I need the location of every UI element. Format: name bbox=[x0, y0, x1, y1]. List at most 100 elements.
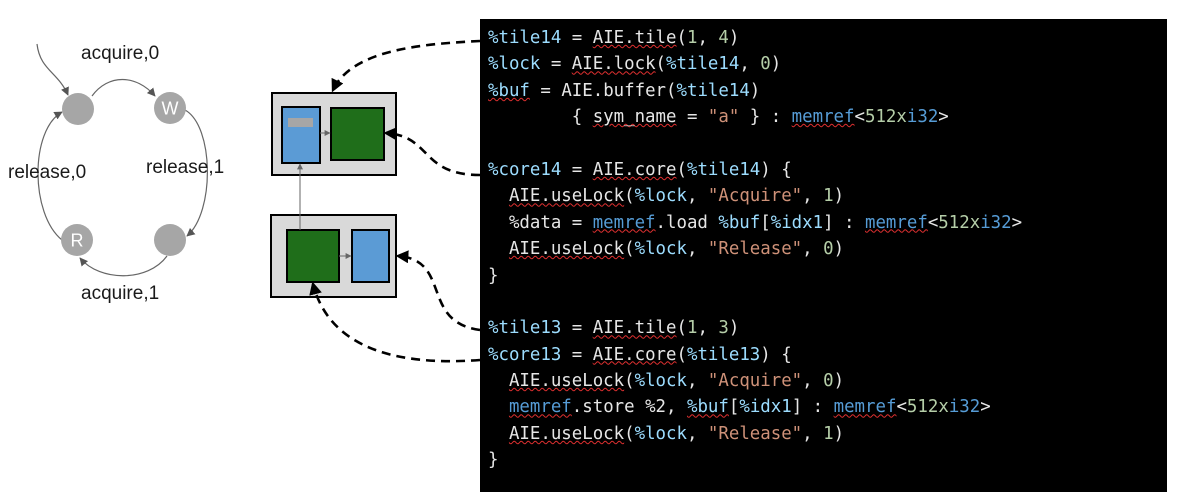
code-token: ) bbox=[770, 54, 782, 75]
state-node-held bbox=[154, 224, 186, 256]
label-acquire-0: acquire,0 bbox=[81, 43, 159, 64]
code-token: "Acquire" bbox=[707, 186, 803, 207]
code-token: %lock bbox=[634, 371, 687, 392]
code-token: "a" bbox=[707, 107, 740, 128]
buffer-a-marker bbox=[288, 118, 313, 127]
code-line: AIE.useLock(%lock, "Release", 1) bbox=[488, 421, 1167, 447]
code-token: = bbox=[676, 107, 708, 128]
code-token: %tile14 bbox=[666, 54, 740, 75]
code-line: memref.store %2, %buf[%idx1] : memref<51… bbox=[488, 394, 1167, 420]
code-line bbox=[488, 131, 1167, 157]
code-token: 0 bbox=[823, 371, 834, 392]
code-token: sym_name bbox=[592, 107, 677, 128]
code-token: "Acquire" bbox=[707, 371, 803, 392]
code-token: %lock bbox=[634, 239, 687, 260]
code-token: i32 bbox=[948, 397, 981, 418]
code-token: 512x bbox=[938, 212, 981, 233]
code-token: AIE.buffer bbox=[561, 80, 667, 101]
code-token: ( bbox=[676, 28, 687, 48]
code-token: ) bbox=[833, 186, 845, 207]
code-token: AIE.core bbox=[592, 159, 677, 180]
code-token: = bbox=[561, 159, 593, 180]
code-token: ] : bbox=[823, 212, 865, 233]
code-line: %core13 = AIE.core(%tile13) { bbox=[488, 342, 1167, 368]
mlir-code-panel: %tile14 = AIE.tile(1, 4)%lock = AIE.lock… bbox=[480, 19, 1167, 492]
code-token: .load bbox=[655, 212, 719, 233]
code-token: %tile14 bbox=[686, 159, 761, 180]
code-token bbox=[488, 186, 509, 206]
code-token: , bbox=[802, 186, 824, 207]
code-token: ( bbox=[676, 159, 687, 180]
code-token: 1 bbox=[823, 186, 834, 207]
code-token: %tile13 bbox=[488, 318, 562, 339]
code-token: ) bbox=[833, 239, 845, 260]
code-token: %data = bbox=[488, 212, 593, 233]
code-token: 0 bbox=[760, 54, 771, 75]
code-token: > bbox=[980, 397, 991, 418]
code-token: i32 bbox=[906, 107, 939, 128]
transition-release-1 bbox=[184, 109, 208, 237]
code-token: ( bbox=[624, 371, 635, 392]
state-node-write-label: W bbox=[162, 99, 179, 119]
code-line: %tile13 = AIE.tile(1, 3) bbox=[488, 315, 1167, 341]
code-line bbox=[488, 289, 1167, 315]
code-token: ) bbox=[728, 28, 740, 48]
code-token: 1 bbox=[686, 28, 698, 48]
code-token: > bbox=[1011, 212, 1023, 233]
transition-acquire-0 bbox=[91, 78, 156, 97]
map-core13-arrow bbox=[309, 281, 481, 363]
entry-transition bbox=[36, 43, 69, 96]
code-line: } bbox=[488, 263, 1167, 289]
code-token: "Release" bbox=[707, 239, 803, 260]
code-token: AIE.useLock bbox=[508, 371, 625, 392]
code-token: ) bbox=[728, 318, 740, 339]
code-token: ) { bbox=[760, 344, 792, 365]
transition-release-0 bbox=[37, 111, 63, 241]
state-node-read-label: R bbox=[71, 231, 84, 251]
code-token: < bbox=[896, 397, 907, 418]
code-token: ) bbox=[749, 80, 761, 101]
code-token: memref bbox=[833, 397, 897, 418]
code-token bbox=[488, 371, 509, 391]
code-token: %2 bbox=[645, 397, 667, 418]
code-token: %buf bbox=[686, 397, 729, 418]
code-token: , bbox=[697, 28, 719, 48]
code-token: , bbox=[686, 186, 708, 207]
code-token: = bbox=[540, 54, 572, 75]
code-token bbox=[488, 424, 509, 444]
tile14-memory bbox=[281, 106, 321, 164]
tile14-core bbox=[330, 107, 385, 161]
code-token: < bbox=[927, 212, 939, 233]
code-token: AIE.tile bbox=[592, 318, 677, 339]
code-line: { sym_name = "a" } : memref<512xi32> bbox=[488, 104, 1167, 130]
code-line: %data = memref.load %buf[%idx1] : memref… bbox=[488, 210, 1167, 236]
code-token: , bbox=[739, 54, 761, 75]
code-line: %lock = AIE.lock(%tile14, 0) bbox=[488, 51, 1167, 77]
code-token bbox=[488, 397, 509, 417]
code-line: AIE.useLock(%lock, "Acquire", 0) bbox=[488, 368, 1167, 394]
code-token: ( bbox=[676, 344, 687, 365]
code-token: %lock bbox=[634, 423, 687, 444]
code-line: AIE.useLock(%lock, "Release", 0) bbox=[488, 236, 1167, 262]
label-release-1: release,1 bbox=[146, 157, 224, 178]
code-token: %tile13 bbox=[686, 344, 761, 365]
state-node-write bbox=[154, 92, 186, 124]
code-token: , bbox=[686, 423, 708, 444]
code-token: AIE.useLock bbox=[508, 423, 625, 444]
code-token: AIE.core bbox=[592, 344, 677, 365]
code-line: AIE.useLock(%lock, "Acquire", 1) bbox=[488, 183, 1167, 209]
code-token: i32 bbox=[980, 212, 1012, 233]
code-token: = bbox=[561, 344, 593, 365]
code-token: , bbox=[802, 423, 824, 444]
map-tile14-arrow bbox=[331, 39, 481, 93]
code-token: , bbox=[686, 371, 708, 392]
code-token: 512x bbox=[906, 397, 949, 418]
code-token: memref bbox=[791, 107, 855, 128]
code-token: { bbox=[488, 107, 593, 128]
code-token: [ bbox=[760, 212, 771, 233]
code-token: .store bbox=[571, 397, 646, 418]
code-token: = bbox=[561, 28, 593, 48]
code-token: ) bbox=[833, 371, 845, 392]
code-token: } : bbox=[739, 107, 792, 128]
code-token: %lock bbox=[488, 54, 541, 75]
